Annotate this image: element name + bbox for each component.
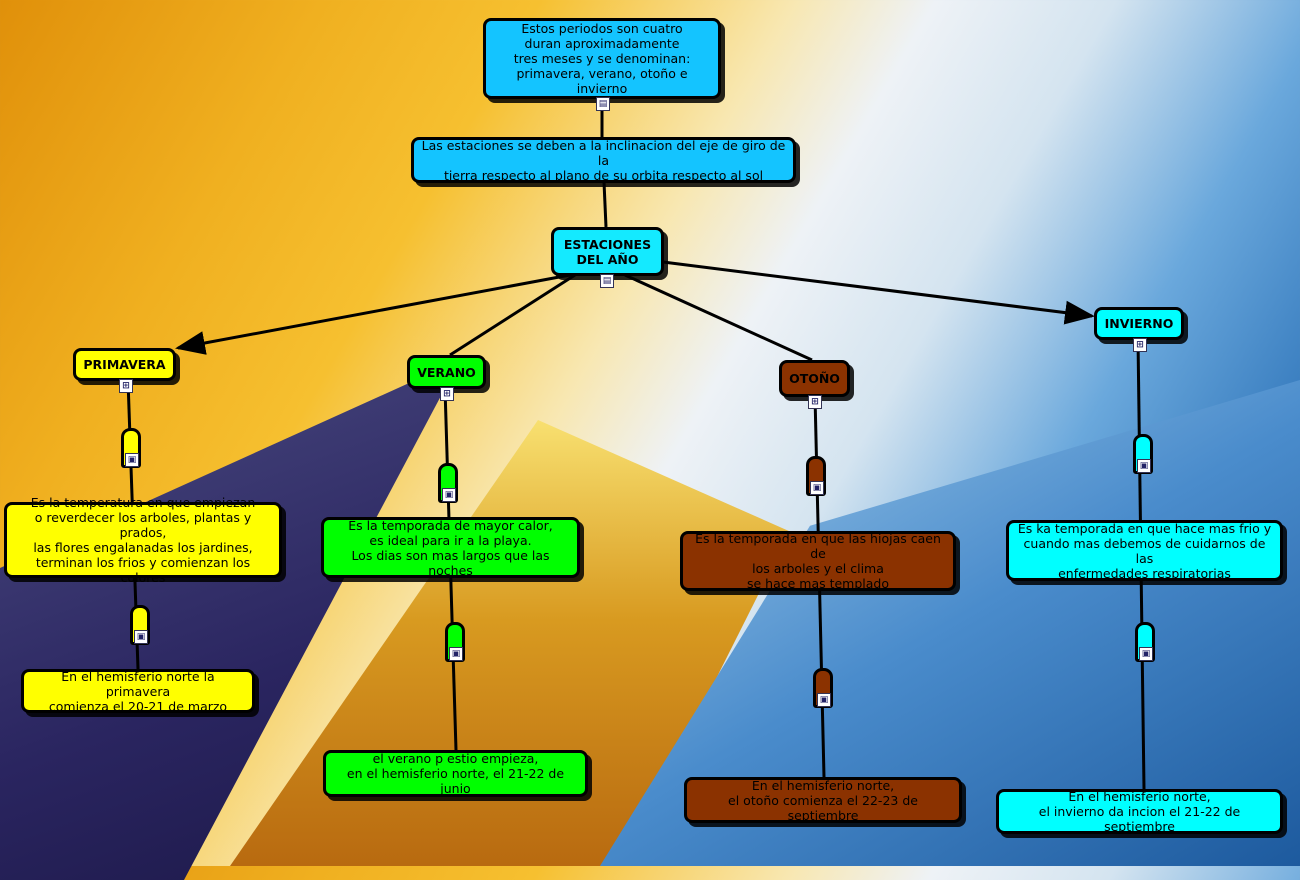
link-resource-tab[interactable]: ▣ <box>121 428 141 468</box>
season-otono[interactable]: OTOÑO ⊞ <box>779 360 850 409</box>
cause-text: Las estaciones se deben a la inclinacion… <box>421 137 786 183</box>
otono-description[interactable]: Es la temporada en que las hiojas caen d… <box>680 531 956 591</box>
link-resource-tab[interactable]: ▣ <box>1133 434 1153 474</box>
description-text: Es la temperatura en que empiezan o reve… <box>30 495 256 585</box>
season-label: PRIMAVERA <box>83 357 166 372</box>
root-concept[interactable]: ESTACIONES DEL AÑO ▤ <box>551 227 664 288</box>
link-resource-tab[interactable]: ▣ <box>813 668 833 708</box>
season-label: INVIERNO <box>1104 316 1174 331</box>
image-icon[interactable]: ▣ <box>125 453 139 467</box>
document-icon[interactable]: ▤ <box>596 97 610 111</box>
start-date-text: En el hemisferio norte, el invierno da i… <box>1038 789 1241 834</box>
season-verano[interactable]: VERANO ⊞ <box>407 355 486 401</box>
submap-icon[interactable]: ⊞ <box>440 387 454 401</box>
link-resource-tab[interactable]: ▣ <box>438 463 458 503</box>
image-icon[interactable]: ▣ <box>1139 647 1153 661</box>
submap-icon[interactable]: ⊞ <box>808 395 822 409</box>
verano-start-date[interactable]: el verano p estio empieza, en el hemisfe… <box>323 750 588 797</box>
image-icon[interactable]: ▣ <box>449 647 463 661</box>
link-resource-tab[interactable]: ▣ <box>806 456 826 496</box>
document-icon[interactable]: ▤ <box>600 274 614 288</box>
primavera-start-date[interactable]: En el hemisferio norte la primavera comi… <box>21 668 255 714</box>
description-text: Es la temporada de mayor calor, es ideal… <box>348 517 553 578</box>
start-date-text: En el hemisferio norte, el otoño comienz… <box>728 777 918 823</box>
image-icon[interactable]: ▣ <box>134 630 148 644</box>
image-icon[interactable]: ▣ <box>1137 459 1151 473</box>
link-resource-tab[interactable]: ▣ <box>130 605 150 645</box>
invierno-description[interactable]: Es ka temporada en que hace mas frio y c… <box>1006 520 1283 581</box>
season-primavera[interactable]: PRIMAVERA ⊞ <box>73 348 176 393</box>
image-icon[interactable]: ▣ <box>817 693 831 707</box>
submap-icon[interactable]: ⊞ <box>1133 338 1147 352</box>
description-text: Es la temporada en que las hiojas caen d… <box>695 531 941 591</box>
primavera-description[interactable]: Es la temperatura en que empiezan o reve… <box>4 495 282 585</box>
invierno-start-date[interactable]: En el hemisferio norte, el invierno da i… <box>996 789 1283 834</box>
link-resource-tab[interactable]: ▣ <box>445 622 465 662</box>
root-text: ESTACIONES DEL AÑO <box>563 236 652 267</box>
link-resource-tab[interactable]: ▣ <box>1135 622 1155 662</box>
submap-icon[interactable]: ⊞ <box>119 379 133 393</box>
otono-start-date[interactable]: En el hemisferio norte, el otoño comienz… <box>684 777 962 823</box>
season-invierno[interactable]: INVIERNO ⊞ <box>1094 307 1184 352</box>
description-text: Es ka temporada en que hace mas frio y c… <box>1017 520 1272 581</box>
periods-note-text: Estos periodos son cuatro duran aproxima… <box>513 21 691 96</box>
image-icon[interactable]: ▣ <box>442 488 456 502</box>
season-label: VERANO <box>417 364 476 380</box>
verano-description[interactable]: Es la temporada de mayor calor, es ideal… <box>321 517 580 578</box>
season-label: OTOÑO <box>789 371 840 386</box>
start-date-text: En el hemisferio norte la primavera comi… <box>48 668 228 714</box>
start-date-text: el verano p estio empieza, en el hemisfe… <box>346 751 565 796</box>
periods-note[interactable]: Estos periodos son cuatro duran aproxima… <box>483 18 721 111</box>
cause-note[interactable]: Las estaciones se deben a la inclinacion… <box>411 137 796 183</box>
image-icon[interactable]: ▣ <box>810 481 824 495</box>
